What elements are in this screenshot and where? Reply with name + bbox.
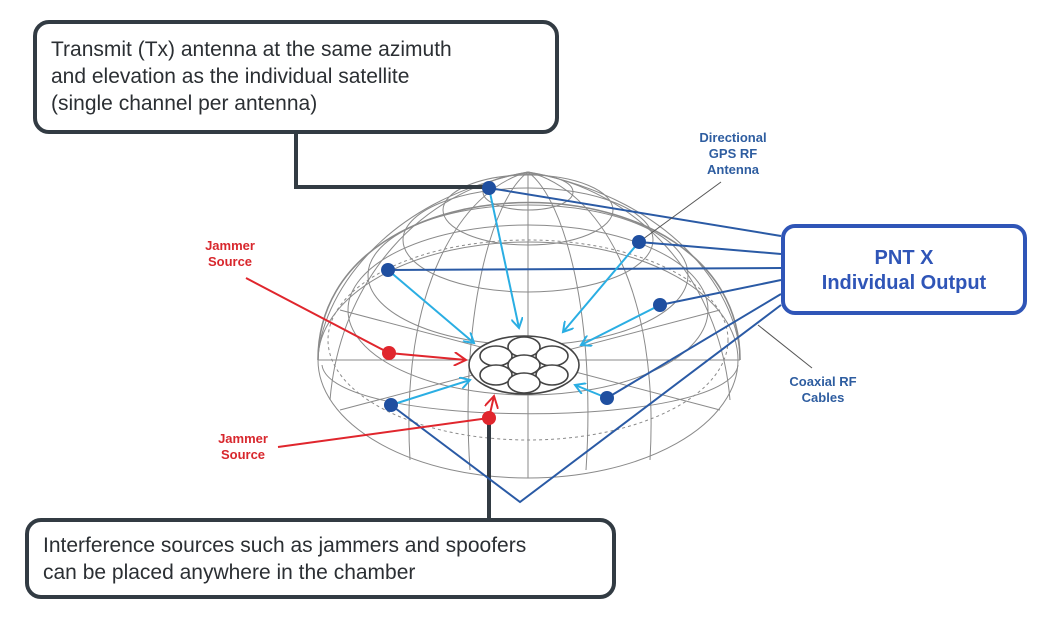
- antenna-node: [381, 263, 395, 277]
- directional-antenna-label: Directional GPS RF Antenna: [688, 130, 778, 178]
- interference-callout: Interference sources such as jammers and…: [25, 518, 616, 599]
- jammer-signals: [245, 277, 494, 448]
- callout-line: can be placed anywhere in the chamber: [43, 561, 416, 584]
- jammer-node: [482, 411, 496, 425]
- antenna-node: [384, 398, 398, 412]
- antenna-node: [632, 235, 646, 249]
- label-line: Coaxial RF: [789, 374, 857, 389]
- jammer-source-label-top: Jammer Source: [190, 238, 270, 270]
- label-line: Jammer: [218, 431, 268, 446]
- satellite-signals: [387, 187, 661, 406]
- tx-antenna-callout: Transmit (Tx) antenna at the same azimut…: [33, 20, 559, 134]
- antenna-node: [600, 391, 614, 405]
- receiver-antenna-array: [468, 335, 580, 395]
- label-line: Jammer: [205, 238, 255, 253]
- callout-line: Interference sources such as jammers and…: [43, 534, 527, 557]
- pnt-output-box: PNT X Individual Output: [781, 224, 1027, 315]
- callout-connectors: [294, 134, 491, 518]
- label-line: Directional: [699, 130, 767, 145]
- label-line: Source: [207, 254, 253, 269]
- callout-line: and elevation as the individual satellit…: [51, 65, 410, 88]
- label-leaders: [638, 181, 813, 369]
- callout-line: Transmit (Tx) antenna at the same azimut…: [51, 38, 452, 61]
- callout-line: (single channel per antenna): [51, 92, 318, 115]
- output-subtitle: Individual Output: [821, 272, 987, 294]
- output-title: PNT X: [874, 247, 934, 269]
- jammer-node: [382, 346, 396, 360]
- jammer-nodes: [382, 346, 496, 425]
- coaxial-cables: [387, 187, 782, 504]
- label-line: GPS RF: [708, 146, 758, 161]
- label-line: Source: [220, 447, 266, 462]
- label-line: Cables: [801, 390, 845, 405]
- jammer-source-label-bottom: Jammer Source: [203, 431, 283, 463]
- coaxial-cables-label: Coaxial RF Cables: [778, 374, 868, 406]
- antenna-nodes: [381, 181, 667, 412]
- anechoic-dome-mesh: [317, 171, 741, 479]
- antenna-node: [482, 181, 496, 195]
- antenna-node: [653, 298, 667, 312]
- label-line: Antenna: [707, 162, 759, 177]
